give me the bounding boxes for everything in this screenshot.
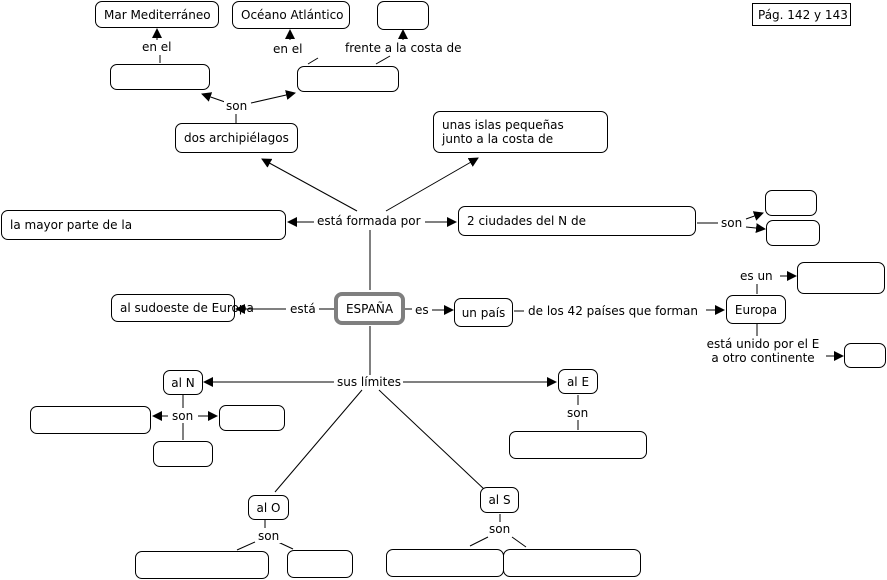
link-arrow (261, 158, 358, 212)
link-arrow (385, 157, 479, 212)
concept-islas-pequenas[interactable]: unas islas pequeñas junto a la costa de (433, 111, 608, 153)
link-label-esta: está (288, 302, 318, 316)
concept-archipielago-2-empty[interactable] (297, 66, 399, 92)
concept-ciudad-1-empty[interactable] (765, 190, 817, 216)
link-label-sus-limites: sus límites (335, 375, 403, 389)
concept-archipielago-1-empty[interactable] (110, 64, 210, 90)
link-label-en-el-mediterraneo: en el (140, 40, 174, 54)
link-label-frente-costa: frente a la costa de (343, 41, 464, 55)
concept-oceano-atlantico[interactable]: Océano Atlántico (232, 1, 350, 29)
concept-europa[interactable]: Europa (726, 295, 786, 324)
page-reference: Pág. 142 y 143 (752, 3, 851, 26)
link-arrow (745, 211, 764, 221)
concept-un-pais[interactable]: un país (454, 298, 513, 327)
concept-al-s[interactable]: al S (480, 487, 519, 513)
link-label-de-los-42-paises: de los 42 países que forman (526, 304, 701, 318)
link-label-son-e: son (565, 406, 591, 420)
link-label-esta-unido: está unido por el E a otro continente (700, 337, 826, 365)
concept-al-n-2-empty[interactable] (219, 405, 285, 431)
concept-mar-mediterraneo[interactable]: Mar Mediterráneo (95, 1, 219, 28)
concept-al-o-2-empty[interactable] (287, 550, 353, 578)
concept-al-s-1-empty[interactable] (386, 549, 504, 577)
concept-al-s-2-empty[interactable] (503, 549, 641, 577)
link-line (277, 541, 294, 550)
link-label-son-ciudades: son (719, 216, 745, 230)
concept-frente-costa-empty[interactable] (377, 1, 429, 30)
concept-al-o[interactable]: al O (248, 495, 289, 520)
link-label-en-el-atlantico: en el (271, 42, 305, 56)
concept-al-e[interactable]: al E (558, 369, 598, 394)
link-line (274, 389, 363, 493)
link-label-son-n: son (170, 409, 196, 423)
link-label-esta-formada-por: está formada por (315, 214, 423, 228)
link-label-son-o: son (256, 529, 282, 543)
link-label-es-un: es un (738, 269, 775, 283)
concept-europa-es-un-empty[interactable] (797, 262, 885, 294)
link-arrow (250, 90, 296, 104)
concept-otro-continente-empty[interactable] (844, 343, 886, 368)
concept-al-n[interactable]: al N (163, 370, 203, 395)
link-line (375, 55, 391, 65)
link-line (469, 536, 489, 547)
link-line (511, 536, 527, 548)
concept-dos-archipielagos[interactable]: dos archipiélagos (175, 123, 298, 153)
concept-al-n-1-empty[interactable] (30, 406, 151, 434)
concept-al-o-1-empty[interactable] (135, 551, 269, 579)
concept-mayor-parte[interactable]: la mayor parte de la (1, 210, 286, 240)
concept-al-e-1-empty[interactable] (509, 431, 647, 459)
link-arrow (201, 92, 226, 103)
link-arrow (745, 223, 766, 234)
concept-espana[interactable]: ESPAÑA (334, 292, 405, 325)
concept-ciudades-norte[interactable]: 2 ciudades del N de (458, 206, 696, 236)
link-line (236, 541, 256, 551)
link-label-son-s: son (487, 522, 513, 536)
link-line (307, 57, 319, 65)
link-label-es: es (413, 303, 431, 317)
concept-al-n-3-empty[interactable] (153, 441, 213, 467)
link-label-son-archipielagos: son (224, 99, 250, 113)
concept-sudoeste-europa[interactable]: al sudoeste de Europa (111, 294, 254, 322)
link-line (378, 389, 486, 491)
concept-ciudad-2-empty[interactable] (766, 220, 820, 246)
